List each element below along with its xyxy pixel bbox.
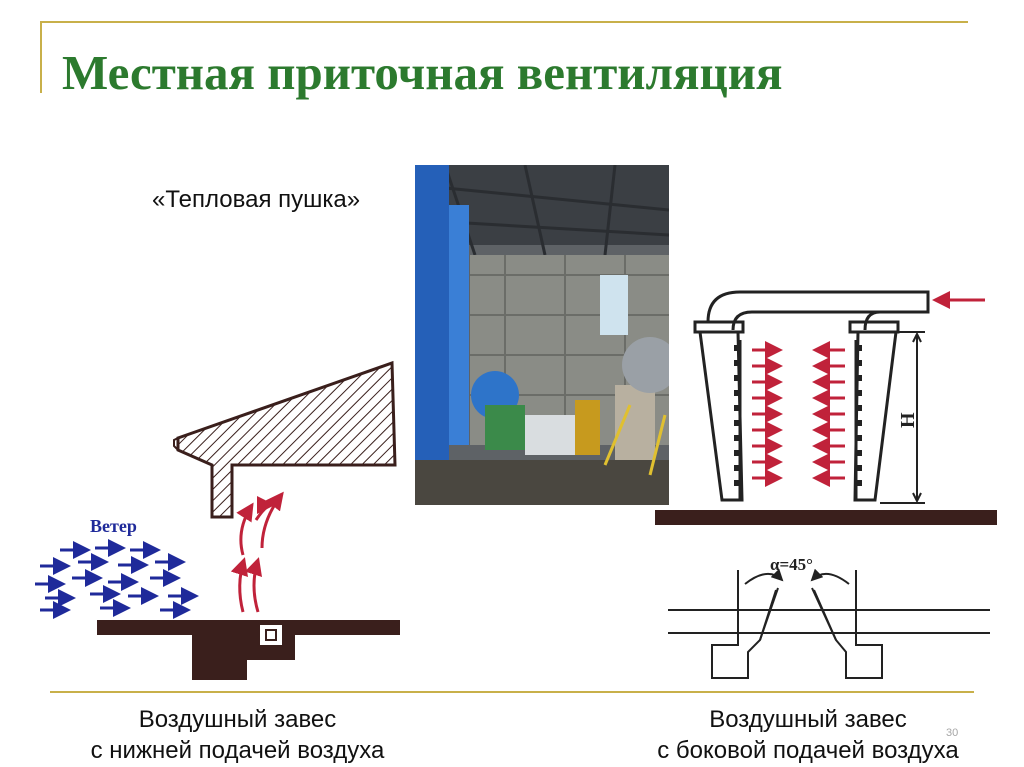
right-caption-line-2: с боковой подачей воздуха	[657, 737, 959, 764]
right-caption: Воздушный завес с боковой подачей воздух…	[612, 704, 1004, 766]
hatched-canopy	[173, 360, 397, 519]
red-air-arrows	[230, 491, 284, 613]
left-caption-line-2: с нижней подачей воздуха	[90, 737, 385, 764]
blue-wind-arrows	[35, 539, 199, 619]
page-number: 30	[946, 727, 959, 739]
heat-gun-photo	[415, 165, 669, 505]
top-rule	[40, 21, 968, 23]
photo-caption: «Тепловая пушка»	[152, 186, 361, 213]
slide-title: Местная приточная вентиляция	[62, 45, 783, 100]
side-supply-figure: H	[655, 290, 997, 525]
left-rule	[40, 21, 42, 93]
bottom-supply-figure: Ветер	[35, 360, 400, 680]
angle-label: α=45°	[770, 555, 813, 574]
left-caption: Воздушный завес с нижней подачей воздуха	[40, 704, 435, 766]
bottom-rule	[50, 691, 974, 693]
height-label: H	[897, 412, 919, 428]
angle-figure: α=45°	[668, 555, 990, 679]
right-caption-line-1: Воздушный завес	[709, 706, 907, 733]
duct-curtain	[693, 290, 930, 502]
wind-label: Ветер	[90, 516, 137, 536]
left-caption-line-1: Воздушный завес	[138, 706, 337, 733]
